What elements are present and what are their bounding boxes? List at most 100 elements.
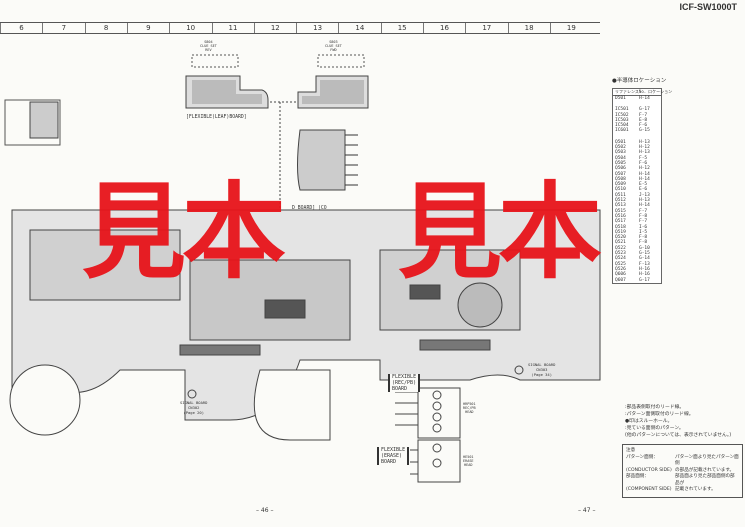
page-number-right: – 47 – (578, 507, 596, 514)
location-cell: H-14 (639, 203, 650, 209)
reference-cell: Q520 (615, 235, 626, 241)
location-cell: F-6 (639, 123, 648, 129)
table-row: Q524 G-14 (613, 256, 661, 261)
table-row: Q508 H-14 (613, 177, 661, 182)
grid-column-19: 19 (549, 23, 592, 33)
caution-row: (COMPONENT SIDE)記載されています。 (626, 487, 739, 494)
location-cell: G-14 (639, 256, 650, 262)
reference-cell: Q515 (615, 208, 626, 214)
location-cell: H-12 (639, 145, 650, 151)
location-cell: F-8 (639, 235, 648, 241)
reference-cell: Q517 (615, 219, 626, 225)
grid-column-12: 12 (253, 23, 296, 33)
flexible-erase-board-label: FLEXIBLE(ERASE)BOARD (377, 447, 410, 465)
rec-pb-head (187, 365, 524, 483)
reference-cell: D501 (615, 96, 626, 101)
location-cell: E-6 (639, 187, 648, 193)
semiconductor-location-title: ●半導体ロケーション (612, 78, 667, 84)
reference-cell: Q523 (615, 251, 626, 257)
caution-title: 注意 (626, 448, 636, 453)
grid-column-6: 6 (0, 23, 42, 33)
caution-label: 部品面側： (626, 474, 649, 479)
location-cell: I-6 (639, 224, 648, 230)
flexible-leaf-board-right (297, 75, 369, 109)
table-row: Q522 G-10 (613, 246, 661, 251)
location-cell: F-7 (639, 219, 648, 225)
column-header-location: ロケーション (648, 89, 673, 94)
note-viewed-pattern: :見ている面側のパターン。 (625, 426, 684, 431)
table-row: Q512 H-13 (613, 198, 661, 203)
reference-cell: Q607 (615, 277, 626, 283)
note-other-patterns: (他のパターンについては、表示されていません。) (625, 433, 732, 438)
grid-column-7: 7 (42, 23, 84, 33)
reference-cell: Q501 (615, 139, 626, 145)
reference-cell: Q521 (615, 240, 626, 246)
grid-column-11: 11 (211, 23, 254, 33)
location-cell: H-14 (639, 176, 650, 182)
location-cell: G-15 (639, 128, 650, 134)
caution-label: (CONDUCTOR SIDE) (626, 467, 672, 473)
location-cell: F-8 (639, 213, 648, 219)
legend-notes: :部品表側取付のリード線。 :パターン面側取付のリード線。 ●印はスルーホール。… (625, 404, 731, 439)
reference-cell: Q524 (615, 256, 626, 262)
reference-cell: Q502 (615, 145, 626, 151)
flexible-leaf-board-left (185, 75, 269, 109)
reference-cell: Q522 (615, 245, 626, 251)
location-cell: G-10 (639, 245, 650, 251)
grid-column-17: 17 (465, 23, 507, 33)
table-row: Q520 F-8 (613, 235, 661, 240)
column-header-ref: リファレンスNo. (615, 89, 647, 94)
watermark-sample-left: 見本 (82, 171, 286, 293)
location-cell: H-14 (639, 171, 650, 177)
location-cell: G-17 (639, 107, 650, 113)
reference-cell: Q510 (615, 187, 626, 193)
location-cell: H-13 (639, 198, 650, 204)
grid-column-15: 15 (380, 23, 423, 33)
reference-cell: IC503 (615, 117, 629, 123)
reference-cell: Q509 (615, 182, 626, 188)
location-cell: H-12 (639, 166, 650, 172)
table-row: IC601 G-15 (613, 128, 661, 133)
caution-text: パターン面より見たパターン面側 (675, 454, 739, 467)
caution-box: 注意 パターン面側： パターン面より見たパターン面側(CONDUCTOR SIDE… (622, 444, 743, 498)
caution-label: (COMPONENT SIDE) (626, 487, 672, 492)
grid-column-8: 8 (84, 23, 127, 33)
grid-column-13: 13 (296, 23, 338, 33)
watermark-sample-right: 見本 (398, 171, 602, 293)
reference-cell: IC601 (615, 128, 629, 134)
caution-row: (CONDUCTOR SIDE)の部品が記載されています。 (626, 468, 739, 475)
reference-cell: Q512 (615, 198, 626, 204)
note-component-side-lead: :部品表側取付のリード線。 (625, 405, 685, 410)
location-cell: G-15 (639, 251, 650, 257)
location-cell: E-8 (639, 117, 648, 123)
table-row: Q510 E-6 (613, 187, 661, 192)
caution-label: パターン面側： (626, 454, 658, 460)
grid-column-16: 16 (423, 23, 465, 33)
table-row: Q517 F-7 (613, 219, 661, 224)
reference-cell: Q508 (615, 176, 626, 182)
caution-text: 部品面より見た部品面側の部品が (675, 474, 735, 486)
table-row: Q502 H-12 (613, 145, 661, 150)
flexible-leaf-board-label: [FLEXIBLE(LEAF)BOARD] (186, 115, 247, 120)
caution-text: の部品が記載されています。 (675, 467, 735, 473)
